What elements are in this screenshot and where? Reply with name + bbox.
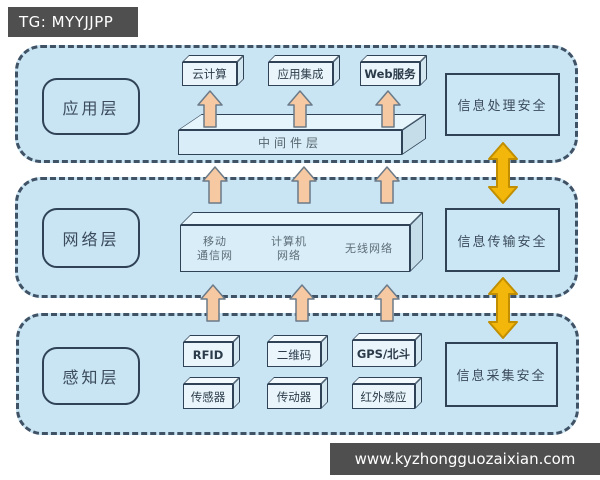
web-service-label: Web服务: [360, 62, 420, 86]
box-top-face: [182, 55, 244, 62]
info-transmission-security-box: 信息传输安全: [445, 208, 560, 272]
double-arrow-icon: [488, 277, 518, 339]
middleware-slab: 中间件层: [178, 113, 426, 155]
slab-top-face: [180, 212, 423, 225]
box-top-face: [183, 335, 240, 342]
info-collection-security-box: 信息采集安全: [445, 342, 558, 407]
box-top-face: [267, 377, 328, 384]
up-arrow-icon: [291, 166, 317, 204]
up-arrow-icon: [197, 90, 223, 128]
up-arrow-icon: [374, 284, 400, 322]
rfid-label: RFID: [183, 342, 233, 367]
double-arrow-icon: [488, 142, 518, 204]
qrcode-box: 二维码: [267, 335, 328, 367]
bottom-watermark-url: www.kyzhongguozaixian.com: [330, 443, 600, 475]
info-processing-security-box: 信息处理安全: [445, 73, 560, 136]
box-top-face: [183, 377, 240, 384]
box-top-face: [268, 55, 340, 62]
box-top-face: [352, 333, 422, 340]
gps-beidou-box: GPS/北斗: [352, 333, 422, 367]
network-layer-label: 网络层: [42, 208, 140, 268]
perception-layer-label: 感知层: [42, 347, 140, 405]
up-arrow-icon: [375, 90, 401, 128]
cloud-computing-label: 云计算: [182, 62, 237, 86]
app-integration-box: 应用集成: [268, 55, 340, 86]
up-arrow-icon: [374, 166, 400, 204]
mobile-network-label: 移动 通信网: [197, 234, 233, 262]
up-arrow-icon: [200, 284, 226, 322]
box-top-face: [267, 335, 328, 342]
gps-beidou-label: GPS/北斗: [352, 340, 415, 367]
qrcode-label: 二维码: [267, 342, 321, 367]
middleware-label: 中间件层: [178, 130, 402, 155]
top-watermark: TG: MYYJJPP: [8, 7, 138, 37]
up-arrow-icon: [287, 90, 313, 128]
infrared-label: 红外感应: [352, 384, 415, 409]
sensor-label: 传感器: [183, 384, 233, 409]
actuator-box: 传动器: [267, 377, 328, 409]
actuator-label: 传动器: [267, 384, 321, 409]
wireless-network-label: 无线网络: [345, 241, 393, 255]
cloud-computing-box: 云计算: [182, 55, 244, 86]
infrared-box: 红外感应: [352, 377, 422, 409]
computer-network-label: 计算机 网络: [271, 234, 307, 262]
app-integration-label: 应用集成: [268, 62, 333, 86]
network-slab-face: 移动 通信网 计算机 网络 无线网络: [180, 225, 410, 272]
up-arrow-icon: [202, 166, 228, 204]
box-top-face: [352, 377, 422, 384]
rfid-box: RFID: [183, 335, 240, 367]
network-slab: 移动 通信网 计算机 网络 无线网络: [180, 212, 423, 272]
network-slab-items: 移动 通信网 计算机 网络 无线网络: [181, 226, 409, 271]
application-layer-label: 应用层: [42, 78, 140, 135]
box-top-face: [360, 55, 427, 62]
up-arrow-icon: [289, 284, 315, 322]
web-service-box: Web服务: [360, 55, 427, 86]
sensor-box: 传感器: [183, 377, 240, 409]
